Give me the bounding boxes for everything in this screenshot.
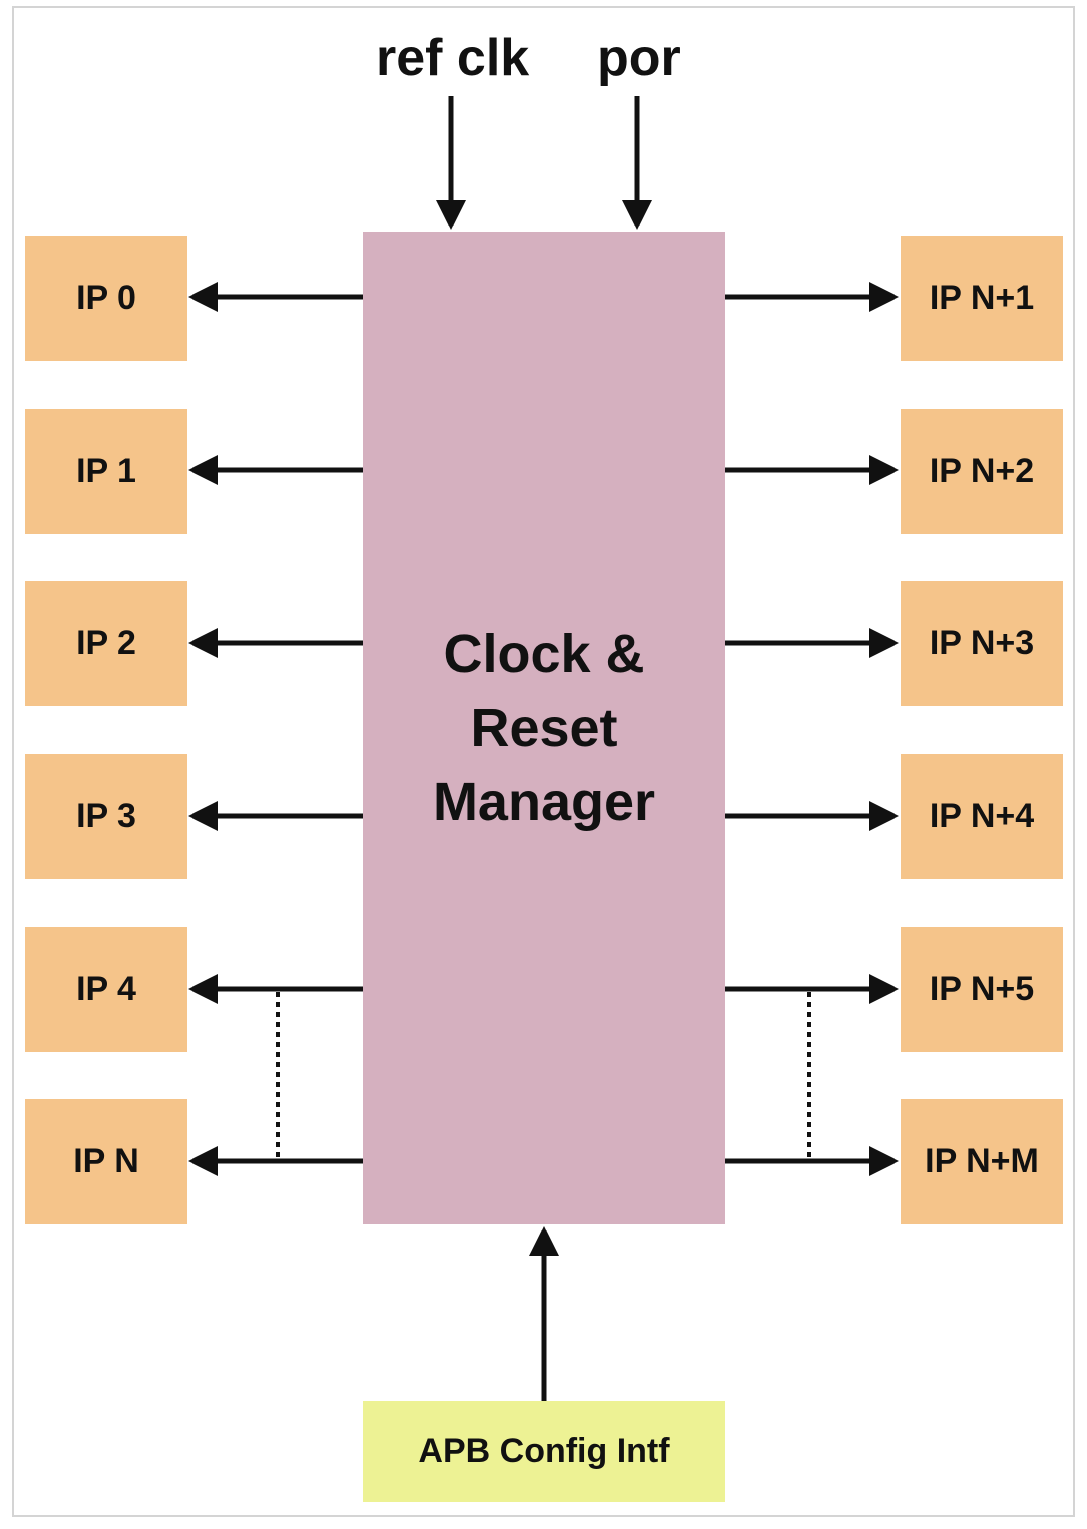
ip-block-n: IP N xyxy=(25,1099,187,1224)
ip-block-n-plus-2: IP N+2 xyxy=(901,409,1063,534)
ref-clk-label: ref clk xyxy=(376,29,530,87)
core-title-line-1: Clock & xyxy=(443,624,645,684)
apb-config-block: APB Config Intf xyxy=(363,1401,725,1502)
core-title-line-3: Manager xyxy=(432,772,656,832)
ip-block-n-plus-m: IP N+M xyxy=(901,1099,1063,1224)
diagram-frame xyxy=(12,6,1075,1517)
ip-block-2: IP 2 xyxy=(25,581,187,706)
ip-block-n-plus-4: IP N+4 xyxy=(901,754,1063,879)
ip-block-n-plus-5: IP N+5 xyxy=(901,927,1063,1052)
clock-reset-manager-block: Clock & Reset Manager xyxy=(363,232,725,1224)
ip-block-3: IP 3 xyxy=(25,754,187,879)
ip-block-1: IP 1 xyxy=(25,409,187,534)
ip-block-0: IP 0 xyxy=(25,236,187,361)
ip-block-4: IP 4 xyxy=(25,927,187,1052)
por-label: por xyxy=(597,29,681,87)
ip-block-n-plus-3: IP N+3 xyxy=(901,581,1063,706)
core-title-line-2: Reset xyxy=(470,698,618,758)
ip-block-n-plus-1: IP N+1 xyxy=(901,236,1063,361)
